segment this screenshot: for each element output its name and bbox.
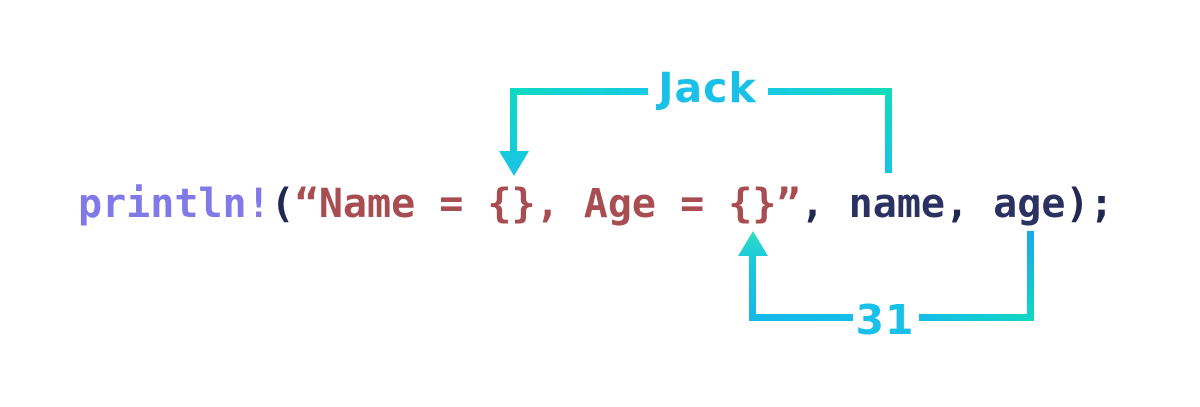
code-token-comma-1: , — [800, 181, 849, 227]
name-value-label: Jack — [658, 64, 757, 112]
jack-connector-top-line-right — [768, 88, 892, 95]
age-value-label: 31 — [855, 296, 915, 344]
age-connector-bottom-line-left — [749, 314, 853, 321]
code-line: println!(“Name = {}, Age = {}”, name, ag… — [78, 184, 1114, 224]
code-token-close-paren-semicolon: ); — [1065, 181, 1114, 227]
age-connector-bottom-line-right — [919, 314, 1034, 321]
age-connector-vertical-from-age — [1027, 231, 1034, 321]
code-token-var-age: age — [993, 181, 1066, 227]
jack-connector-top-line-left — [510, 88, 648, 95]
jack-connector-vertical-to-placeholder — [510, 88, 517, 152]
code-token-macro-println: println! — [78, 181, 271, 227]
age-connector-vertical-to-placeholder — [749, 254, 756, 321]
jack-connector-vertical-from-name — [885, 88, 892, 173]
arrow-up-icon — [738, 231, 768, 256]
code-token-var-name: name — [848, 181, 945, 227]
arrow-down-icon — [499, 151, 529, 176]
code-token-format-string: “Name = {}, Age = {}” — [294, 181, 801, 227]
code-token-open-paren: ( — [270, 181, 295, 227]
code-token-comma-2: , — [944, 181, 994, 227]
